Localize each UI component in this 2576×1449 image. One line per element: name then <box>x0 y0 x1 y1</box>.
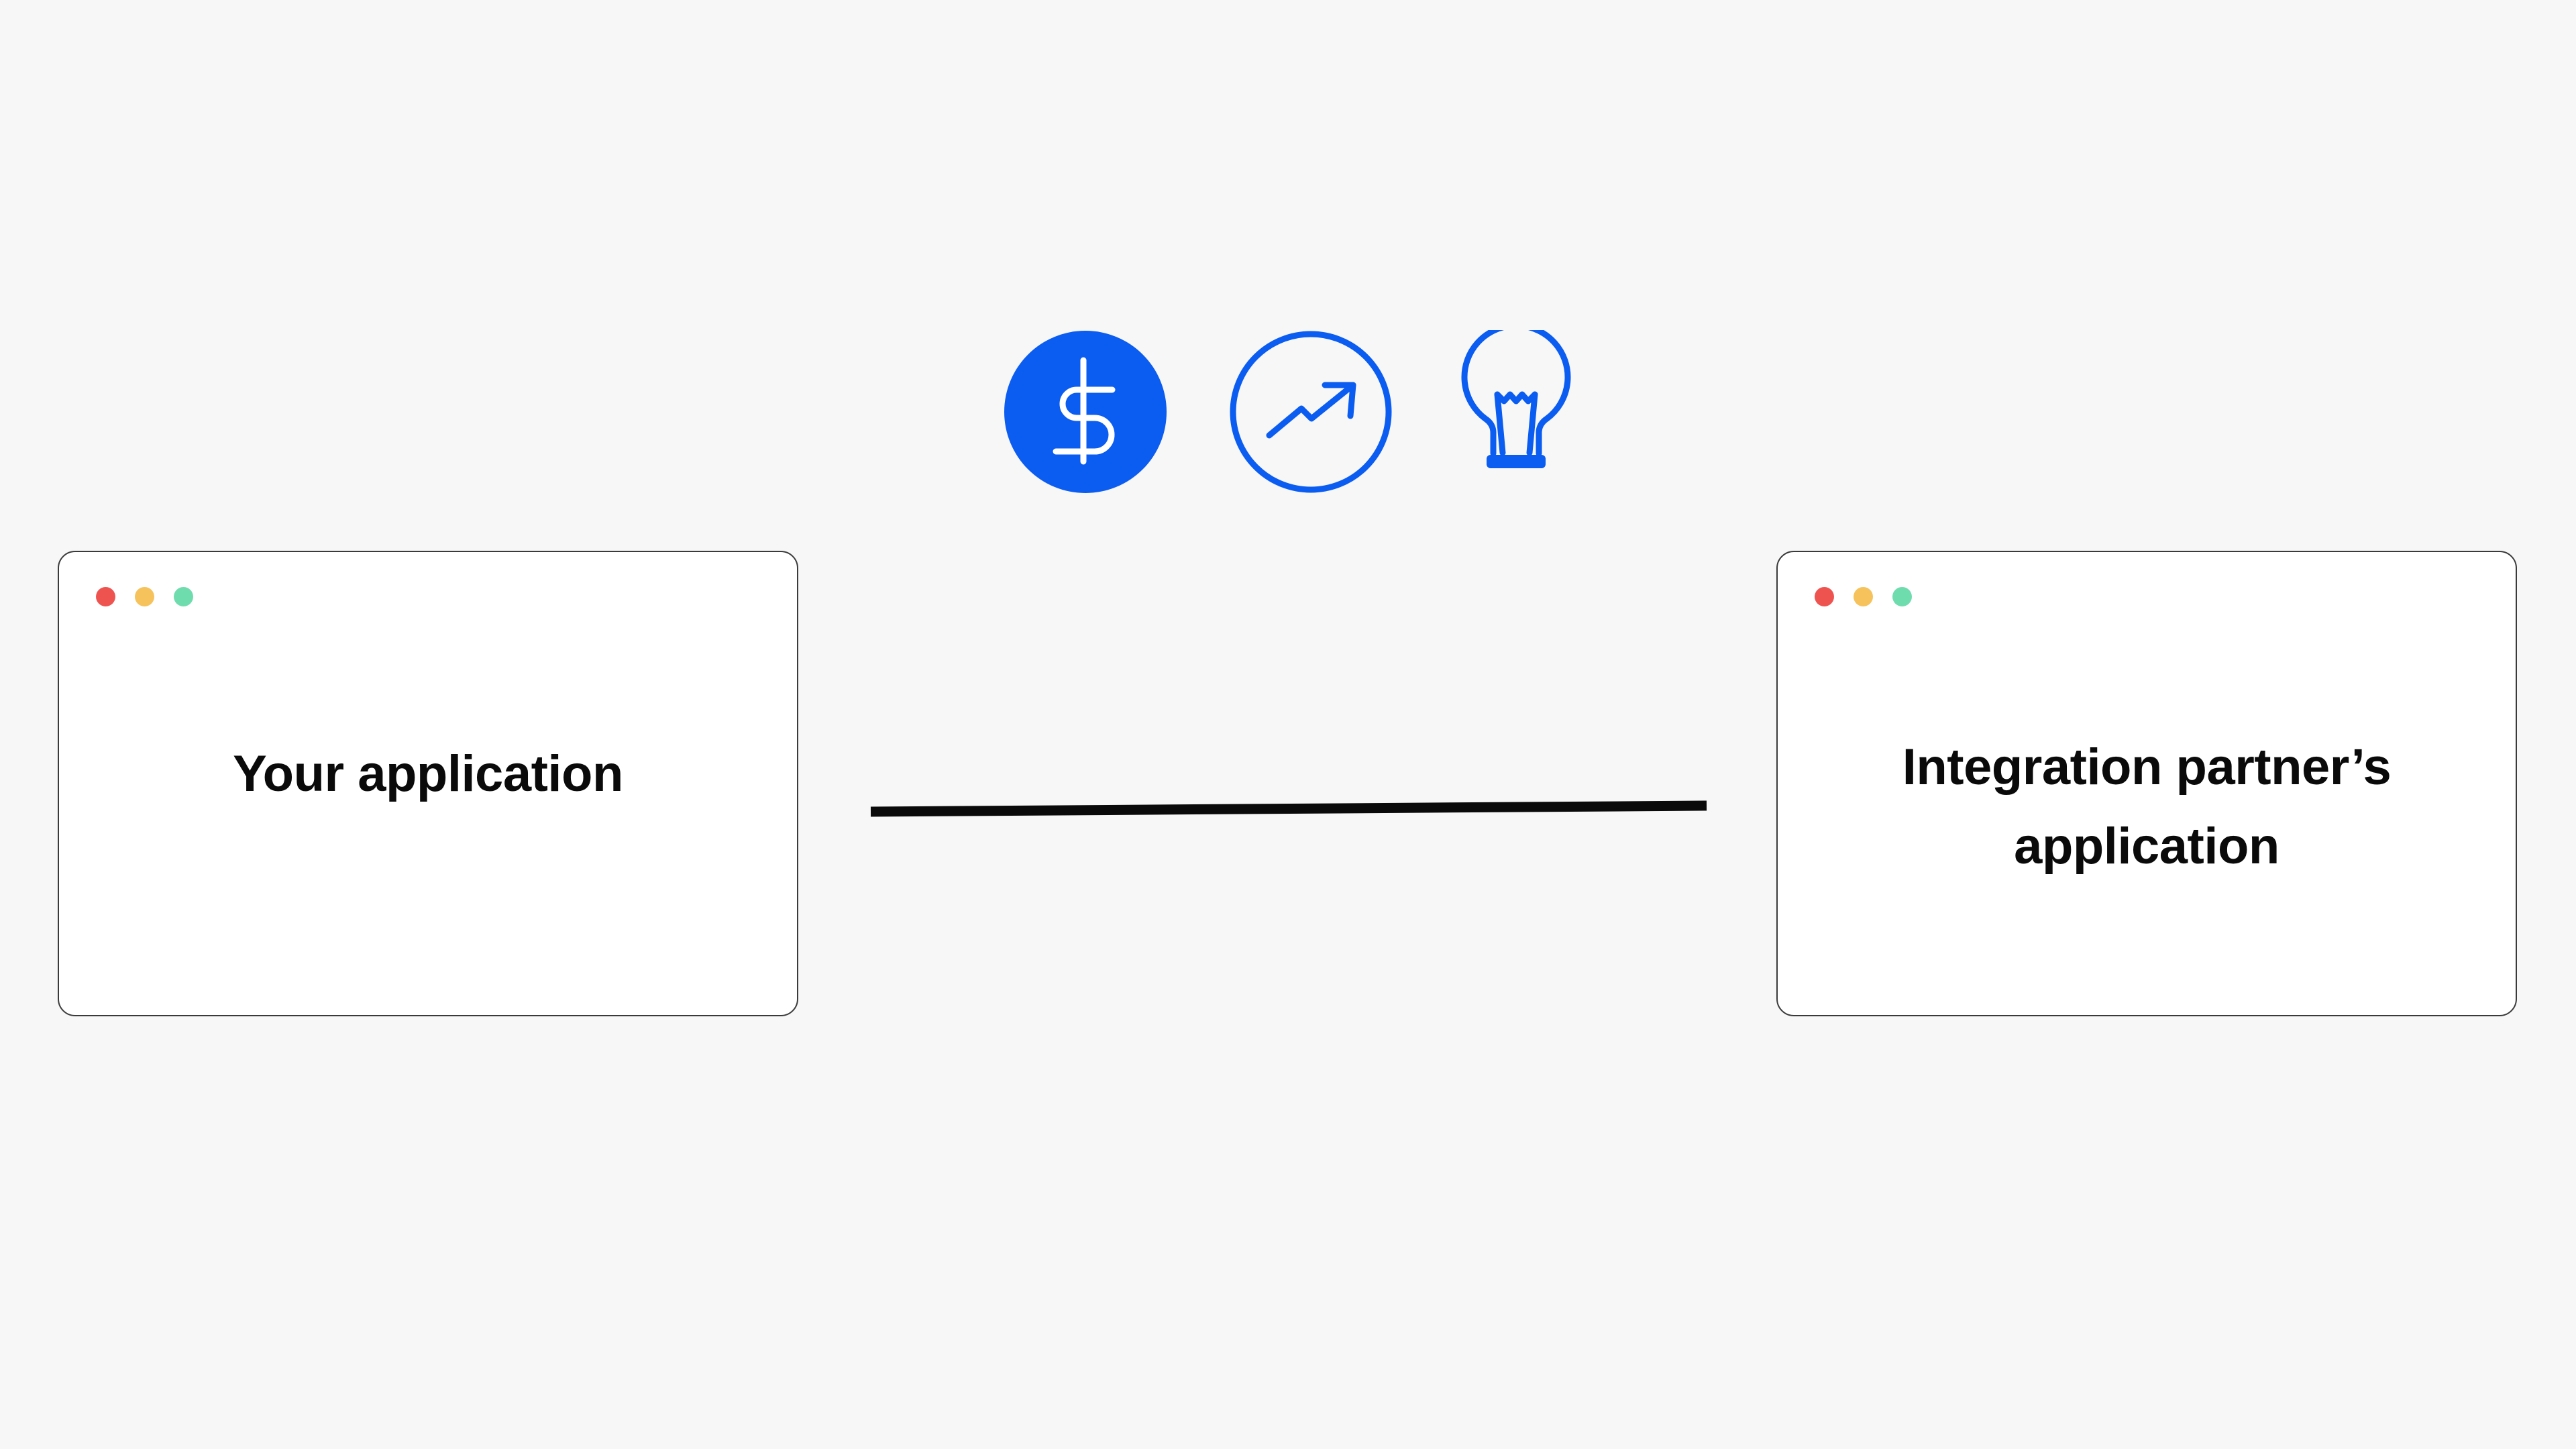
connector-line-stroke <box>870 800 1707 817</box>
growth-icon-arrow <box>1266 382 1356 439</box>
lightbulb-outline <box>1461 330 1571 457</box>
maximize-dot-icon <box>174 587 193 606</box>
dollar-icon <box>1004 331 1167 493</box>
your-application-window: Your application <box>58 551 798 1016</box>
integration-partner-application-label: Integration partner’s application <box>1902 739 2392 875</box>
your-application-label: Your application <box>233 745 623 802</box>
integration-partner-application-window: Integration partner’s application <box>1776 551 2517 1016</box>
window-controls <box>1815 587 1912 606</box>
window-controls <box>96 587 193 606</box>
growth-icon-circle <box>1230 331 1392 493</box>
lightbulb-icon <box>1461 330 1571 468</box>
close-dot-icon <box>1815 587 1834 606</box>
minimize-dot-icon <box>1854 587 1873 606</box>
lightbulb-base <box>1487 455 1546 468</box>
growth-trend-icon <box>1230 331 1392 493</box>
minimize-dot-icon <box>135 587 154 606</box>
dollar-icon-glyph <box>1053 357 1116 465</box>
maximize-dot-icon <box>1892 587 1912 606</box>
close-dot-icon <box>96 587 115 606</box>
